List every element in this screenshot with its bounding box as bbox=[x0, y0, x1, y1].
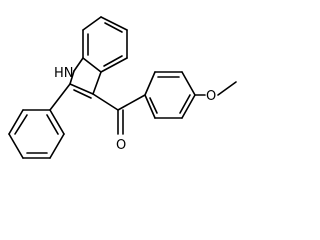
pyrrole-ring bbox=[69, 57, 102, 99]
c3-carbonyl-bond bbox=[92, 93, 119, 111]
methoxyphenyl-ring bbox=[144, 71, 196, 119]
methyl-bond bbox=[217, 81, 237, 96]
c2-phenyl-bond bbox=[49, 83, 71, 111]
phenyl-ring bbox=[8, 109, 65, 159]
carbonyl-aryl-bond bbox=[117, 94, 146, 111]
carbonyl-oxygen-label: O bbox=[116, 138, 126, 153]
ether-oxygen-label: O bbox=[206, 89, 216, 104]
indole-benzo-ring bbox=[82, 16, 128, 73]
molecule-structure: HN O O bbox=[8, 16, 237, 159]
carbonyl-group bbox=[117, 109, 124, 135]
nh-label: HN bbox=[54, 66, 74, 81]
